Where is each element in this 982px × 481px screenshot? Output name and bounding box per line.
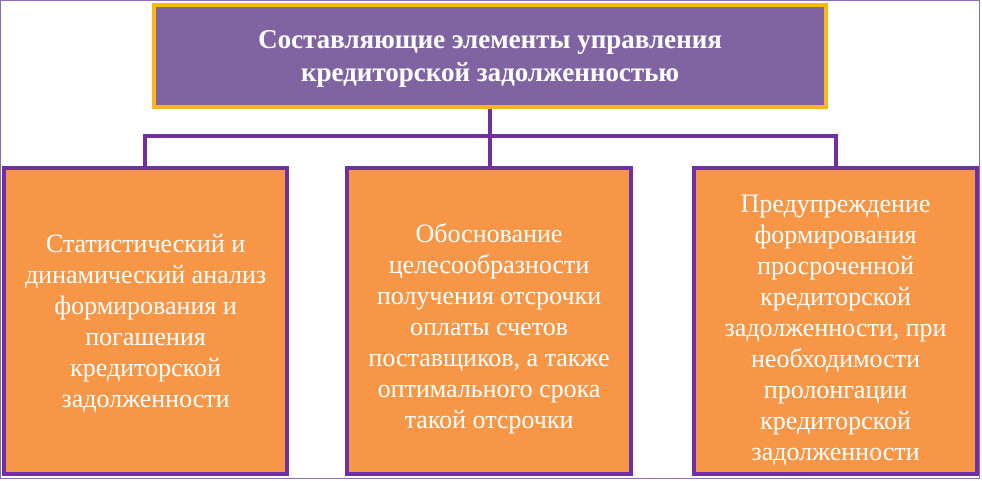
component-text-analysis: Статистический и динамический анализ фор… [24, 229, 267, 413]
component-text-prevention: Предупреждение формирования просроченной… [724, 189, 947, 466]
component-text-deferral: Обоснование целесообразности получения о… [368, 219, 610, 434]
title-text: Составляющие элементы управления кредито… [258, 24, 722, 87]
component-box-analysis: Статистический и динамический анализ фор… [2, 166, 289, 476]
component-box-deferral: Обоснование целесообразности получения о… [345, 166, 633, 476]
component-box-prevention: Предупреждение формирования просроченной… [692, 166, 979, 476]
title-box: Составляющие элементы управления кредито… [152, 3, 828, 109]
